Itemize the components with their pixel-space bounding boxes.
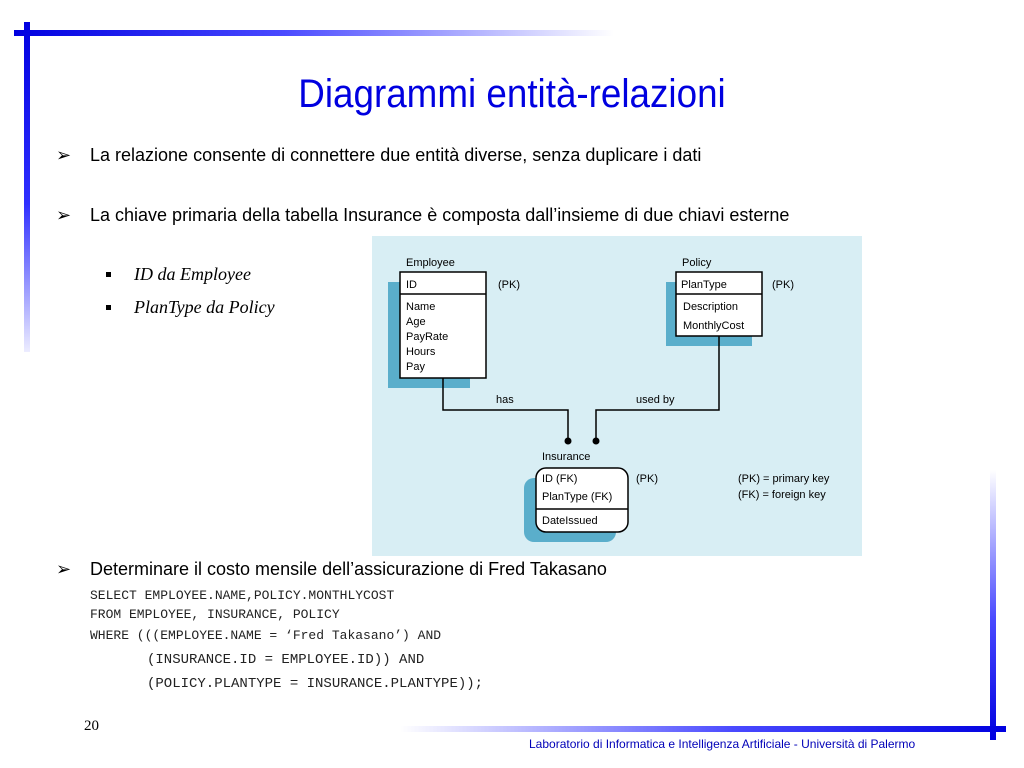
bullet-text: La chiave primaria della tabella Insuran…	[90, 205, 790, 225]
has-label: has	[496, 394, 514, 406]
arrow-bullet-icon: ➢	[56, 559, 72, 579]
sql-line-5: (POLICY.PLANTYPE = INSURANCE.PLANTYPE));	[147, 676, 484, 692]
policy-field: MonthlyCost	[683, 320, 744, 332]
employee-pk-note: (PK)	[498, 279, 520, 291]
employee-key: ID	[406, 279, 417, 291]
sql-line-1: SELECT EMPLOYEE.NAME,POLICY.MONTHLYCOST	[90, 588, 395, 603]
bullet-text: La relazione consente di connettere due …	[90, 145, 702, 165]
employee-field: PayRate	[406, 331, 448, 343]
left-accent-bar	[24, 22, 30, 352]
sql-line-2: FROM EMPLOYEE, INSURANCE, POLICY	[90, 607, 340, 622]
policy-field: Description	[683, 301, 738, 313]
legend-foreign-key: (FK) = foreign key	[738, 489, 826, 501]
sub-bullet-text: PlanType da Policy	[134, 297, 275, 317]
square-bullet-icon	[106, 305, 111, 310]
insurance-box	[535, 467, 629, 533]
used-by-label: used by	[636, 394, 675, 406]
sql-line-4: (INSURANCE.ID = EMPLOYEE.ID)) AND	[147, 652, 425, 668]
employee-field: Name	[406, 301, 435, 313]
employee-field: Hours	[406, 346, 436, 358]
employee-box	[399, 271, 487, 379]
insurance-pk-note: (PK)	[636, 473, 658, 485]
has-endpoint-dot	[564, 437, 572, 445]
insurance-key: ID (FK)	[542, 473, 577, 485]
insurance-title: Insurance	[542, 451, 590, 463]
insurance-field: DateIssued	[542, 515, 598, 527]
er-diagram-svg: Employee ID (PK) Name Age PayRate Hours …	[388, 257, 830, 542]
sql-line-3: WHERE (((EMPLOYEE.NAME = ‘Fred Takasano’…	[90, 628, 442, 643]
footer-text: Laboratorio di Informatica e Intelligenz…	[529, 737, 916, 751]
policy-pk-note: (PK)	[772, 279, 794, 291]
has-relationship-line	[442, 378, 569, 439]
top-accent-bar	[14, 30, 614, 36]
policy-key: PlanType	[681, 279, 727, 291]
bullet-text: Determinare il costo mensile dell’assicu…	[90, 559, 607, 579]
insurance-key: PlanType (FK)	[542, 491, 612, 503]
employee-title: Employee	[406, 257, 455, 269]
sub-bullet-text: ID da Employee	[134, 264, 251, 284]
legend-primary-key: (PK) = primary key	[738, 473, 830, 485]
arrow-bullet-icon: ➢	[56, 205, 72, 225]
bottom-accent-bar	[400, 726, 1006, 732]
right-accent-bar	[990, 470, 996, 740]
used-by-endpoint-dot	[592, 437, 600, 445]
page-number: 20	[84, 718, 99, 734]
used-by-relationship-line	[595, 336, 720, 439]
slide-title: Diagrammi entità-relazioni	[298, 72, 726, 116]
employee-field: Age	[406, 316, 426, 328]
arrow-bullet-icon: ➢	[56, 145, 72, 165]
er-diagram: Employee ID (PK) Name Age PayRate Hours …	[372, 236, 862, 556]
policy-title: Policy	[682, 257, 712, 269]
employee-field: Pay	[406, 361, 425, 373]
square-bullet-icon	[106, 272, 111, 277]
